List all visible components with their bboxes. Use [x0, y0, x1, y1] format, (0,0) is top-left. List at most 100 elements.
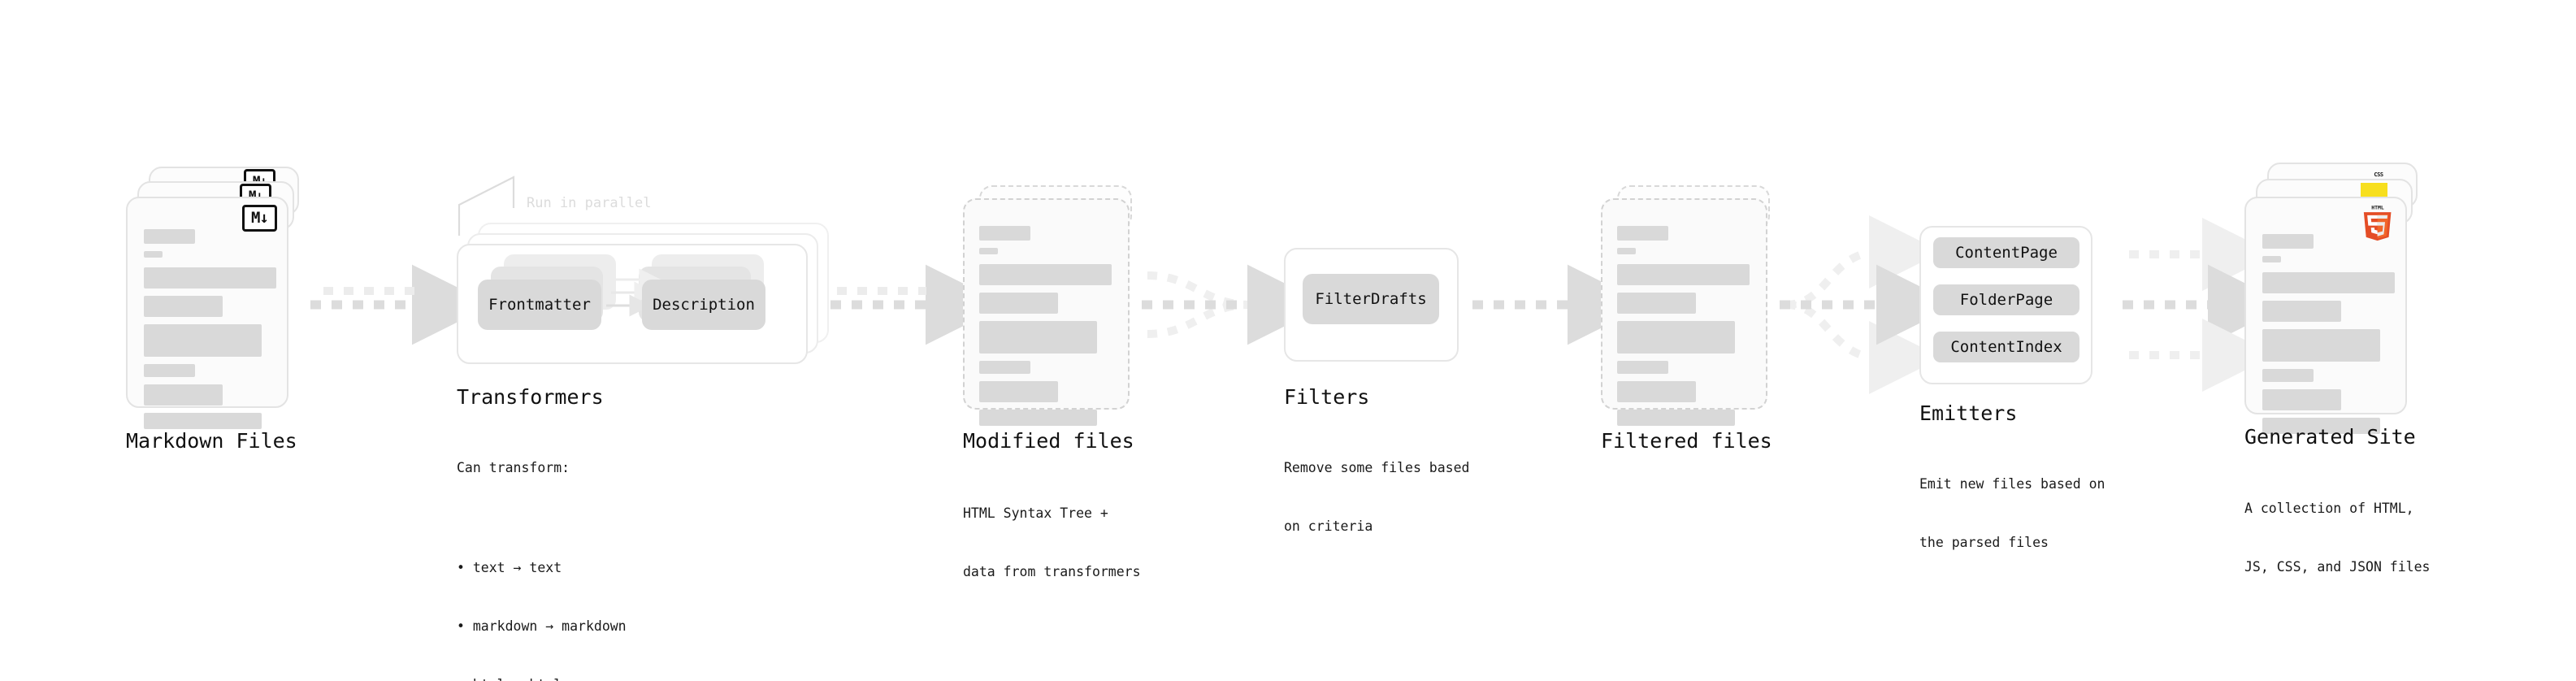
transformer-pill-frontmatter-label: Frontmatter [488, 296, 591, 314]
stage-title-markdown-files: Markdown Files [126, 429, 297, 453]
stage-modified-files [963, 185, 1138, 426]
stage-desc-modified-files: HTML Syntax Tree + data from transformer… [963, 465, 1141, 620]
transformers-desc-line: Can transform: [457, 459, 570, 475]
modified-card-stack [963, 185, 1138, 426]
skeleton-bar [1617, 321, 1735, 354]
markdown-badge-front: M↓ [242, 205, 277, 232]
filtered-skeleton-body [1617, 226, 1751, 433]
connector-md-to-transformers [310, 264, 492, 345]
stage-title-filtered-files: Filtered files [1601, 429, 1772, 453]
transformer-pill-description-label: Description [653, 296, 755, 314]
skeleton-bar [144, 413, 262, 429]
skeleton-bar [979, 226, 1030, 241]
skeleton-bar [144, 229, 195, 244]
skeleton-bar [979, 361, 1030, 374]
filtered-card-stack [1601, 185, 1776, 426]
emitter-pill-contentpage[interactable]: ContentPage [1933, 237, 2079, 268]
transformers-bullet: • markdown → markdown [457, 618, 627, 635]
emitters-desc-line: Emit new files based on [1919, 475, 2105, 492]
transformer-pill-frontmatter[interactable]: Frontmatter [478, 280, 601, 330]
connector-modified-to-filters [1142, 264, 1328, 345]
skeleton-bar [979, 410, 1097, 426]
stage-title-modified-files: Modified files [963, 429, 1134, 453]
stage-title-emitters: Emitters [1919, 401, 2018, 425]
skeleton-bar [2262, 329, 2380, 362]
stage-filtered-files [1601, 185, 1776, 426]
stage-desc-transformers: Can transform: • text → text • markdown … [457, 419, 627, 681]
emitter-pill-folderpage-label: FolderPage [1959, 291, 2053, 309]
markdown-badge-letter-back: M [253, 175, 261, 188]
stage-title-generated-site: Generated Site [2244, 425, 2416, 449]
filtered-card-front [1601, 198, 1767, 426]
transformers-bullet-label: markdown → markdown [472, 618, 627, 635]
generated-card-stack: CSS HTML [2244, 163, 2419, 434]
connector-transformers-to-modified [830, 264, 1006, 345]
skeleton-bar [1617, 410, 1735, 426]
transformers-bullet-list: • text → text • markdown → markdown • ht… [457, 520, 627, 681]
markdown-badge-letter: M [251, 209, 260, 227]
html5-badge: HTML [2361, 203, 2394, 242]
stage-desc-filters: Remove some files based on criteria [1284, 419, 1469, 575]
transformers-bullet: • html → html [457, 675, 627, 681]
filters-desc-line: Remove some files based [1284, 459, 1470, 475]
html5-icon: HTML [2363, 205, 2392, 241]
skeleton-bar [1617, 248, 1636, 254]
skeleton-bar [979, 321, 1097, 354]
skeleton-bar [1617, 226, 1668, 241]
skeleton-bar [2262, 369, 2314, 382]
generated-skeleton-body [2262, 234, 2395, 441]
stage-desc-generated-site: A collection of HTML, JS, CSS, and JSON … [2244, 460, 2430, 615]
emitters-desc-line: the parsed files [1919, 534, 2049, 550]
skeleton-bar [2262, 234, 2314, 249]
markdown-badge-letter-mid: M [248, 188, 257, 203]
skeleton-bar [144, 251, 163, 258]
connector-filtered-to-emitters [1780, 215, 1957, 394]
filter-pill-filterdrafts-label: FilterDrafts [1315, 290, 1427, 308]
skeleton-bar [1617, 381, 1696, 402]
stage-markdown-files: M↓ M↓ M↓ [126, 167, 301, 429]
transformers-bullet-label: html → html [473, 677, 562, 681]
svg-text:HTML: HTML [2371, 205, 2384, 211]
emitter-pill-contentindex[interactable]: ContentIndex [1933, 332, 2079, 362]
skeleton-bar [144, 296, 223, 317]
run-in-parallel-note: Run in parallel [527, 195, 652, 211]
skeleton-bar [1617, 293, 1696, 314]
modified-card-front [963, 198, 1130, 426]
skeleton-bar [144, 267, 276, 288]
emitter-pill-contentindex-label: ContentIndex [1950, 338, 2062, 356]
skeleton-bar [2262, 301, 2341, 322]
skeleton-bar [979, 248, 998, 254]
modified-desc-line: data from transformers [963, 563, 1141, 579]
emitter-pill-folderpage[interactable]: FolderPage [1933, 284, 2079, 315]
stage-title-filters: Filters [1284, 385, 1370, 409]
css-badge-label: CSS [2374, 171, 2383, 178]
modified-desc-line: HTML Syntax Tree + [963, 505, 1108, 521]
skeleton-bar [2262, 389, 2341, 410]
skeleton-bar [144, 384, 223, 406]
skeleton-bar [144, 364, 195, 377]
stage-generated-site: CSS HTML [2244, 163, 2419, 434]
generated-desc-line: A collection of HTML, [2244, 500, 2414, 516]
skeleton-bar [2262, 272, 2395, 293]
skeleton-bar [1617, 361, 1668, 374]
skeleton-bar [979, 381, 1058, 402]
skeleton-bar [2262, 256, 2281, 262]
filters-desc-line: on criteria [1284, 518, 1373, 534]
skeleton-bar [144, 324, 262, 357]
markdown-card-stack: M↓ M↓ M↓ [126, 167, 301, 429]
skeleton-bar [1617, 264, 1750, 285]
generated-card-front: HTML [2244, 197, 2407, 434]
generated-desc-line: JS, CSS, and JSON files [2244, 558, 2431, 575]
modified-skeleton-body [979, 226, 1113, 433]
skeleton-bar [979, 293, 1058, 314]
markdown-skeleton-body [144, 229, 276, 436]
transformers-bullet-label: text → text [472, 560, 562, 576]
filter-pill-filterdrafts[interactable]: FilterDrafts [1303, 274, 1439, 324]
transformer-pill-description[interactable]: Description [642, 280, 765, 330]
markdown-card-front: M↓ [126, 197, 288, 429]
emitter-pill-contentpage-label: ContentPage [1955, 244, 2058, 262]
transformers-bullet: • text → text [457, 560, 562, 576]
skeleton-bar [2262, 418, 2380, 434]
connector-emitters-to-site [2123, 218, 2288, 392]
